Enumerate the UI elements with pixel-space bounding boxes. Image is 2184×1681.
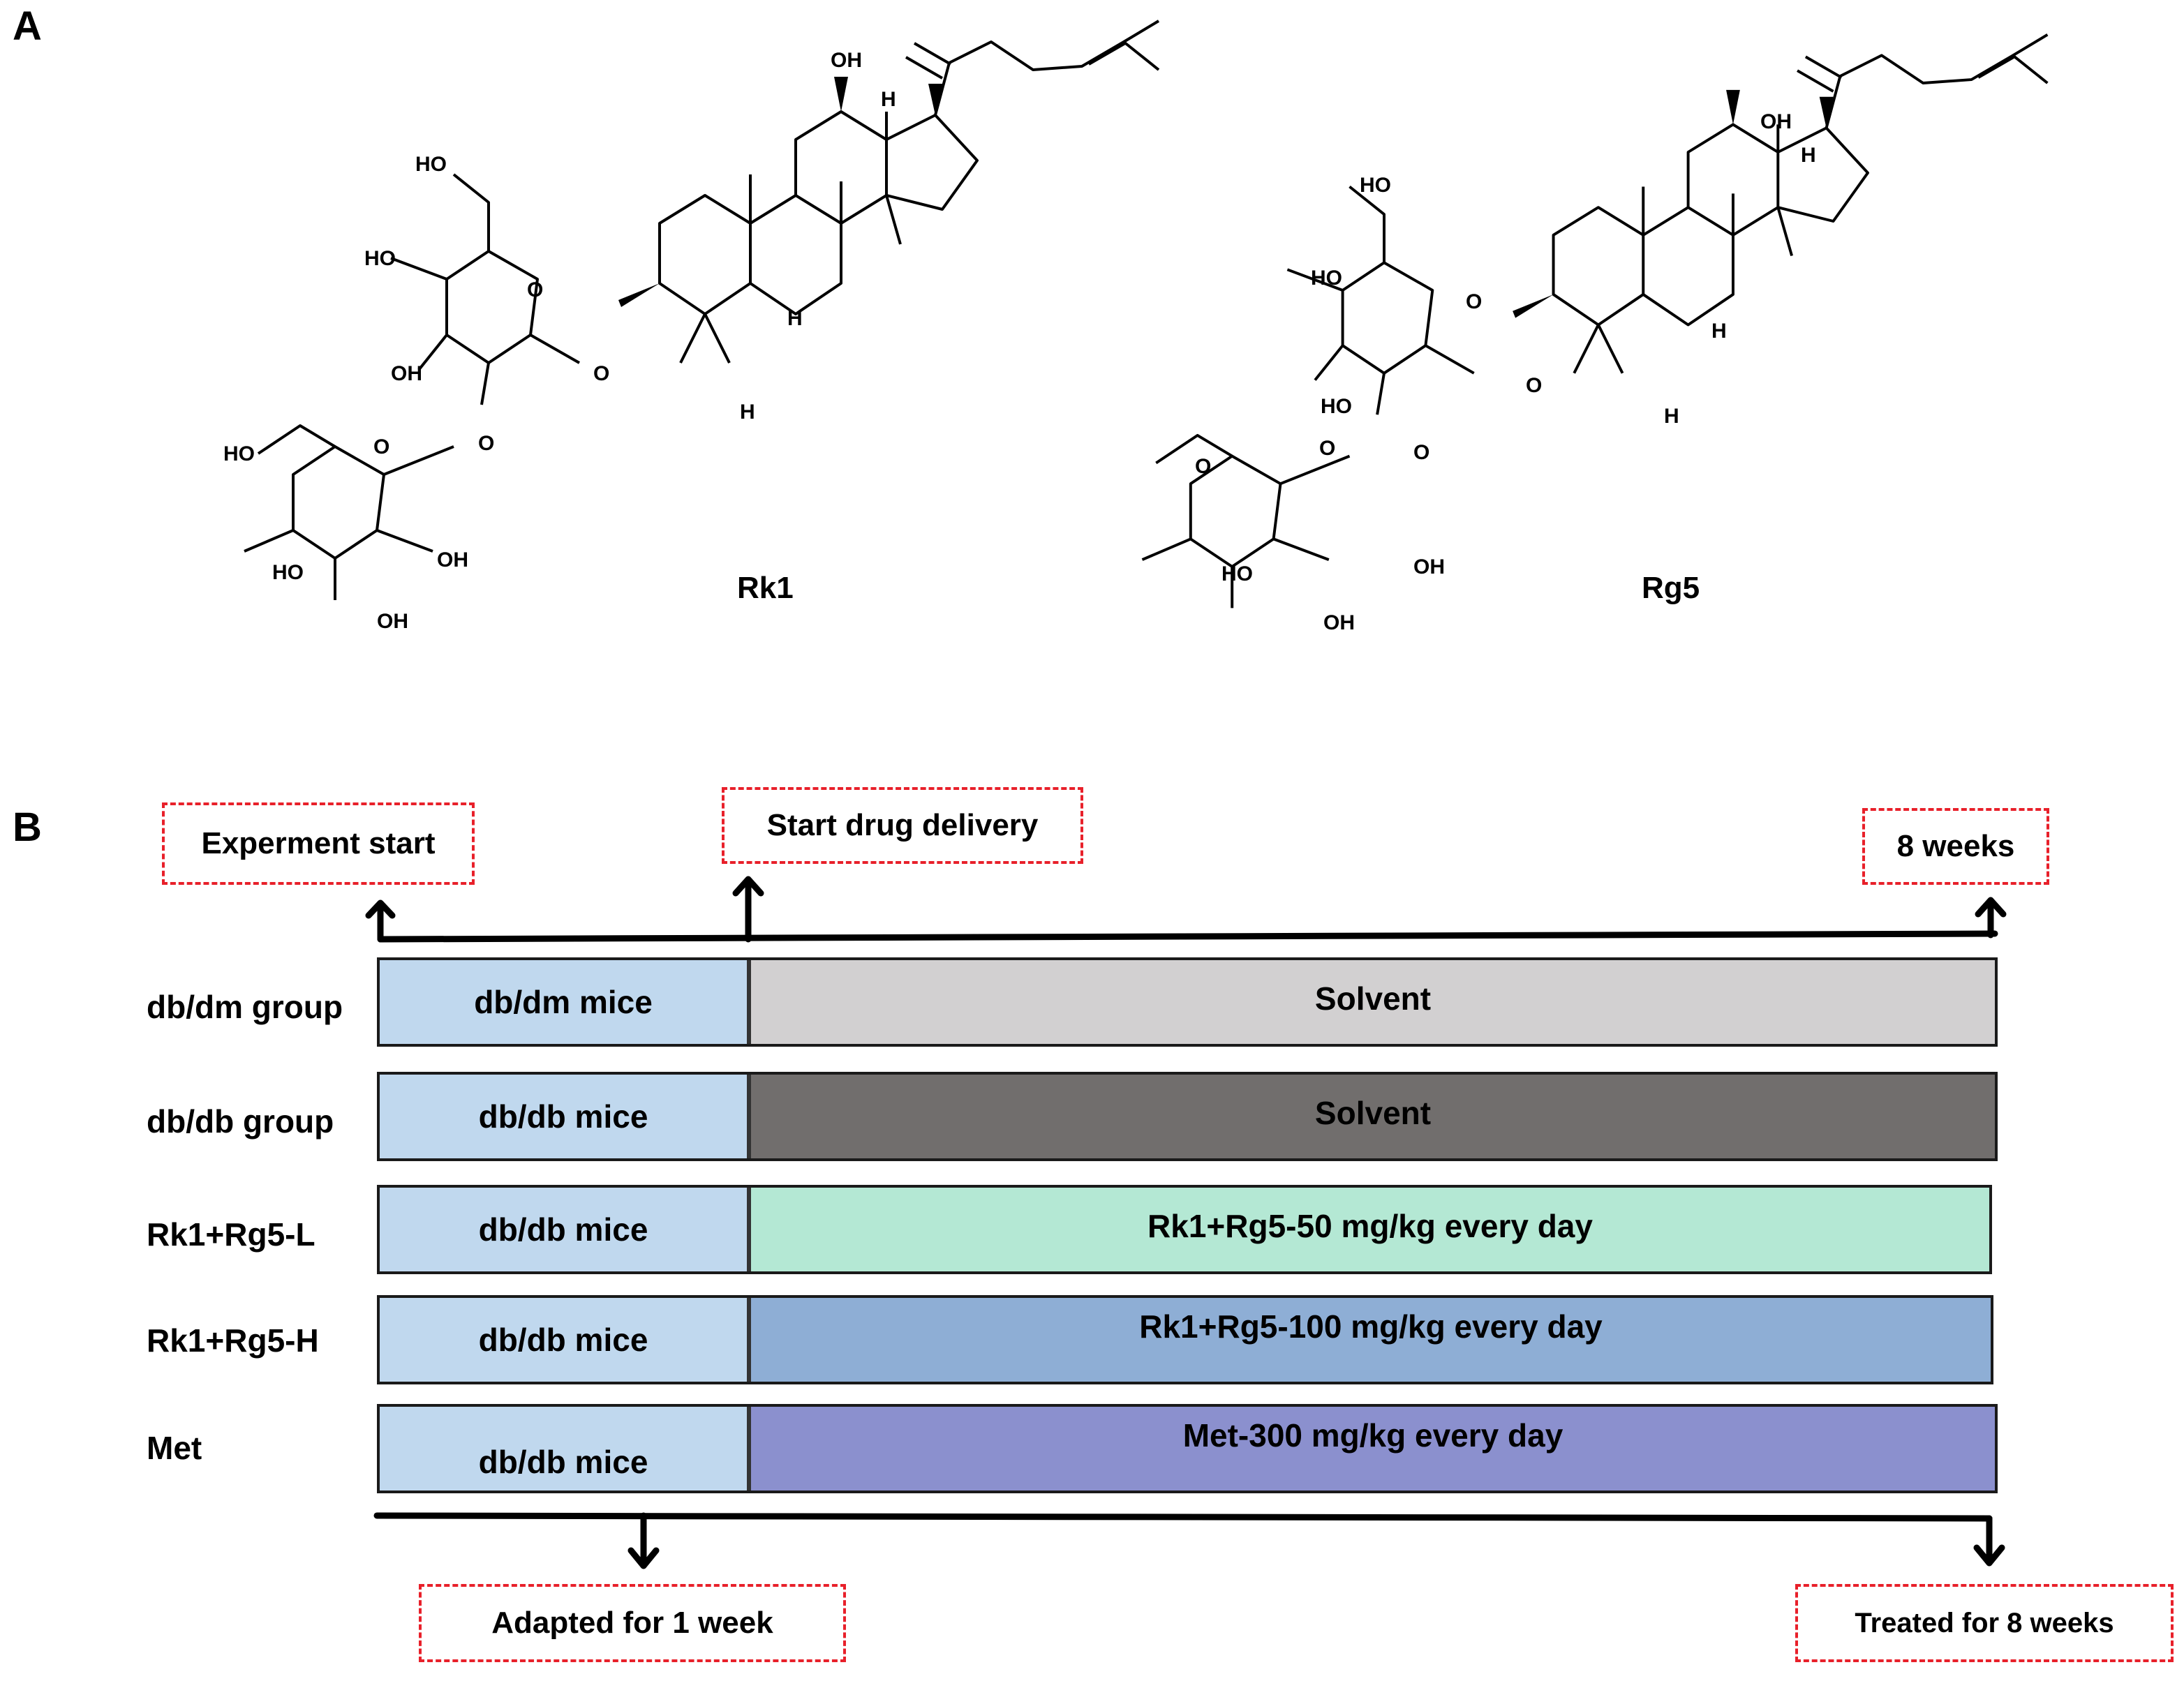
top-axis-line bbox=[377, 930, 1998, 943]
o-label: O bbox=[1466, 290, 1482, 313]
h-label: H bbox=[1664, 405, 1679, 428]
chemical-structures: OH H H H HO HO OH O O O O HO HO OH OH OH… bbox=[223, 20, 2049, 634]
ho-label: HO bbox=[1321, 395, 1352, 418]
oh-label: OH bbox=[831, 49, 862, 72]
molecule-name-rk1: Rk1 bbox=[737, 571, 794, 605]
start-drug-delivery-box: Start drug delivery bbox=[722, 787, 1083, 864]
eight-weeks-box: 8 weeks bbox=[1862, 808, 2049, 885]
group-label-rk1-rg5-h: Rk1+Rg5-H bbox=[147, 1322, 319, 1359]
ho-label: HO bbox=[272, 561, 304, 584]
panel-label-a: A bbox=[13, 3, 42, 49]
treatment-segment: Solvent bbox=[751, 1075, 1995, 1158]
group-row-rk1-rg5-l: db/db mice Rk1+Rg5-50 mg/kg every day bbox=[377, 1185, 1992, 1274]
treatment-segment: Rk1+Rg5-100 mg/kg every day bbox=[751, 1298, 1991, 1382]
treatment-segment: Solvent bbox=[751, 960, 1995, 1044]
oh-label: OH bbox=[377, 610, 408, 633]
bottom-axis-line bbox=[373, 1512, 1993, 1522]
group-label-db-db: db/db group bbox=[147, 1103, 334, 1140]
mice-segment: db/db mice bbox=[380, 1298, 751, 1382]
ho-label: HO bbox=[1221, 562, 1253, 585]
mice-segment: db/dm mice bbox=[380, 960, 751, 1044]
group-row-rk1-rg5-h: db/db mice Rk1+Rg5-100 mg/kg every day bbox=[377, 1295, 1993, 1384]
o-alone-label: O bbox=[1195, 455, 1211, 478]
ho-label: HO bbox=[223, 442, 255, 465]
treatment-segment: Met-300 mg/kg every day bbox=[751, 1407, 1995, 1491]
treatment-segment: Rk1+Rg5-50 mg/kg every day bbox=[751, 1188, 1989, 1271]
group-label-rk1-rg5-l: Rk1+Rg5-L bbox=[147, 1216, 315, 1253]
oh-label: OH bbox=[1323, 611, 1355, 634]
group-row-db-db: db/db mice Solvent bbox=[377, 1072, 1998, 1161]
h-label: H bbox=[881, 88, 896, 111]
oh-label: OH bbox=[437, 548, 468, 571]
o-label: O bbox=[478, 432, 494, 455]
h-label: H bbox=[740, 401, 755, 424]
molecule-name-rg5: Rg5 bbox=[1642, 571, 1700, 605]
o-label: O bbox=[527, 278, 543, 301]
group-label-met: Met bbox=[147, 1430, 202, 1466]
o-label: O bbox=[373, 435, 389, 458]
experiment-start-box: Experment start bbox=[162, 802, 475, 885]
o-label: O bbox=[1319, 437, 1335, 460]
atom-labels: OH H H H HO HO OH O O O O HO HO OH OH OH… bbox=[223, 49, 1816, 634]
group-label-db-dm: db/dm group bbox=[147, 989, 343, 1025]
h-label: H bbox=[1711, 320, 1727, 343]
adapted-one-week-box: Adapted for 1 week bbox=[419, 1584, 846, 1662]
ho-label: HO bbox=[1360, 174, 1391, 197]
oh-label: OH bbox=[1760, 110, 1792, 133]
treated-eight-weeks-box: Treated for 8 weeks bbox=[1795, 1584, 2174, 1662]
o-label: O bbox=[1413, 441, 1429, 464]
ho-label: OH bbox=[391, 362, 422, 385]
oh-label: OH bbox=[1413, 555, 1445, 578]
timeline-axes bbox=[365, 876, 2007, 1569]
mice-segment: db/db mice bbox=[380, 1188, 751, 1271]
h-label: H bbox=[787, 307, 803, 330]
group-row-db-dm: db/dm mice Solvent bbox=[377, 957, 1998, 1047]
mice-segment: db/db mice bbox=[380, 1075, 751, 1158]
mice-segment: db/db mice bbox=[380, 1407, 751, 1491]
panel-label-b: B bbox=[13, 805, 42, 850]
ho-label: HO bbox=[415, 153, 447, 176]
ho-label: HO bbox=[364, 247, 396, 270]
group-row-met: db/db mice Met-300 mg/kg every day bbox=[377, 1404, 1998, 1493]
o-label: O bbox=[593, 362, 609, 385]
h-label: H bbox=[1801, 144, 1816, 167]
o-label: O bbox=[1526, 374, 1542, 397]
ho-label: HO bbox=[1311, 267, 1342, 290]
